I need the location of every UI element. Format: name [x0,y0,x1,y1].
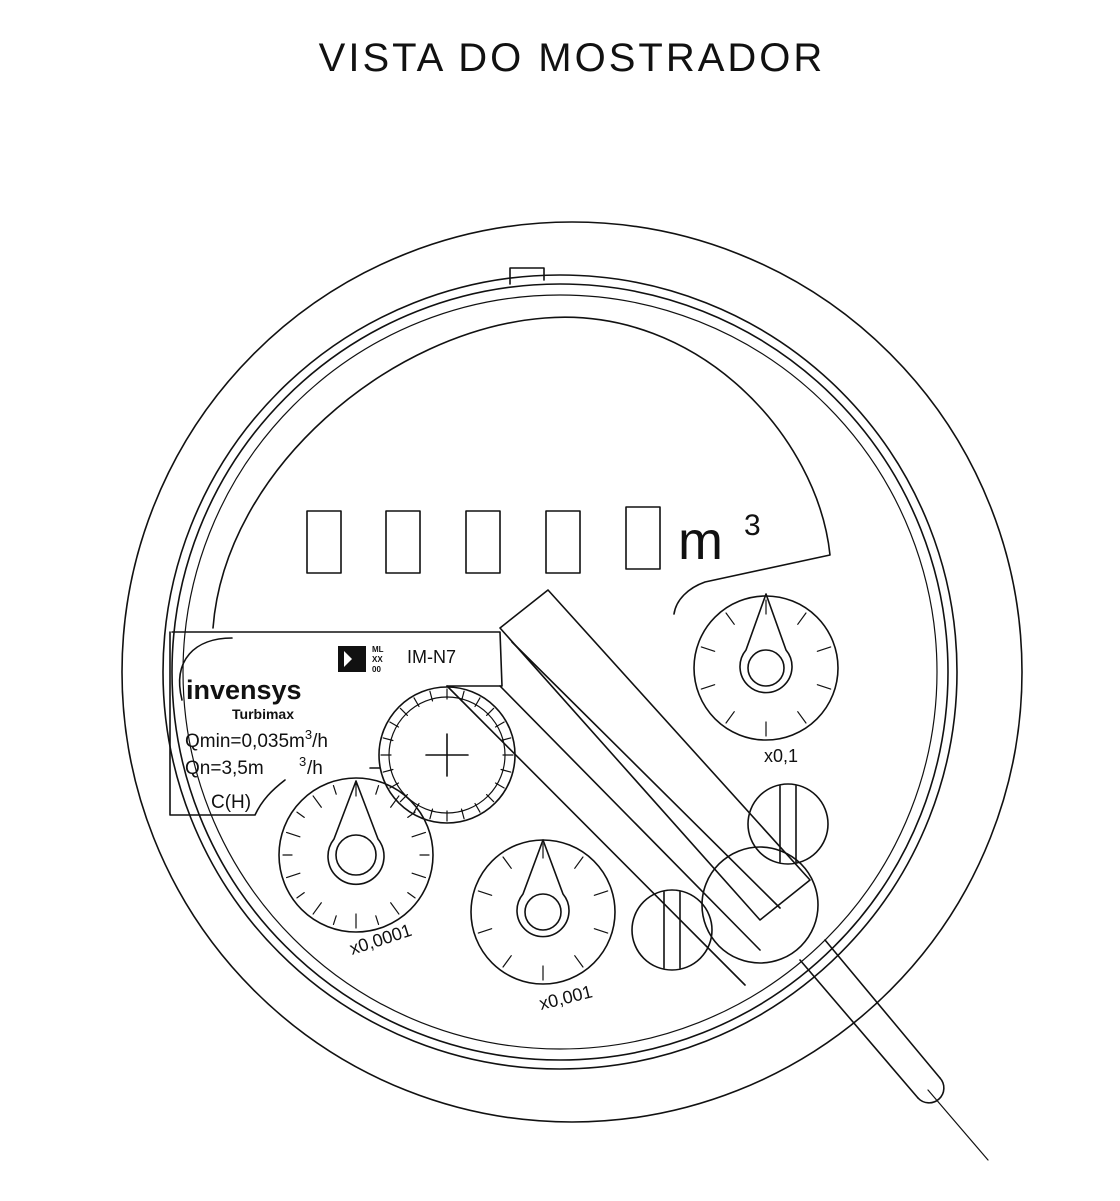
register-unit: m [678,511,723,571]
pointer-icon [739,593,793,694]
pointer-icon [516,839,570,938]
dial-x0-001: x0,001 [470,839,616,1014]
digit-window [625,506,661,570]
tick-mark [312,795,322,808]
tick-mark [382,737,394,742]
tick-mark [285,831,301,838]
drawing-title: VISTA DO MOSTRADOR [319,36,826,80]
tick-mark [494,721,505,728]
tick-mark [477,928,493,934]
tick-mark [429,690,434,702]
pointer-icon [327,780,385,886]
approval-mark-line2: XX [372,655,383,664]
screw [747,783,829,865]
approval-mark-line1: ML [372,645,384,654]
tick-mark [474,697,481,708]
star-wheel [378,686,516,824]
label-plate: invensys Turbimax Qmin=0,035m3/h Qn=3,5m… [171,631,503,813]
digit-window [306,510,342,574]
cover-arm [446,589,989,1161]
dial-label: x0,001 [537,981,594,1013]
tick-mark [502,955,512,968]
dial-x0-1: x0,1 [693,593,839,766]
tick-mark [485,707,495,717]
register-unit-exponent: 3 [744,509,761,542]
tick-mark [574,856,584,869]
tick-mark [485,793,495,803]
tick-mark [390,902,400,915]
qmin-exponent: 3 [305,727,312,742]
tick-mark [460,690,465,702]
tick-mark [797,612,807,625]
dial-face-outline [169,316,831,816]
tick-mark [375,784,380,795]
register-digit-windows [306,506,661,574]
tick-mark [725,711,735,724]
tick-mark [375,915,380,926]
brand-logo: invensys [186,675,302,705]
digit-window [545,510,581,574]
tick-mark [500,737,512,742]
digit-window [465,510,501,574]
tick-mark [382,768,394,773]
tick-mark [399,707,409,717]
screw [631,889,713,971]
qn-exponent: 3 [299,754,306,769]
tick-mark [700,684,716,690]
tick-mark [816,646,832,652]
tick-mark [725,612,735,625]
tick-mark [593,890,609,896]
approval-code: IM-N7 [407,647,456,667]
svg-text:Qmin=0,035m3/h: Qmin=0,035m3/h [185,727,328,752]
qmin-per-hour: /h [312,731,328,752]
tick-mark [407,892,416,899]
tick-mark [296,811,305,818]
model-name: Turbimax [232,706,294,722]
digit-window [385,510,421,574]
approval-mark-line3: 00 [372,665,381,674]
tick-mark [816,684,832,690]
tick-mark [413,697,420,708]
approval-mark-icon [338,646,366,672]
tick-mark [332,915,337,926]
tick-mark [411,872,427,879]
dial-label: x0,0001 [347,920,414,959]
meter-housing [121,221,1023,1123]
dial-label: x0,1 [764,746,798,766]
tick-mark [429,808,434,820]
tick-mark [411,831,427,838]
tick-mark [593,928,609,934]
tick-mark [477,890,493,896]
tick-mark [312,902,322,915]
tick-mark [407,811,416,818]
tick-mark [797,711,807,724]
dial-x0-0001: x0,0001 [278,777,434,959]
qmin-spec: Qmin=0,035m [185,731,305,752]
accuracy-class: C(H) [211,792,251,813]
qn-per-hour: /h [307,758,323,779]
tick-mark [332,784,337,795]
tick-mark [285,872,301,879]
tick-mark [494,782,505,789]
tick-mark [500,768,512,773]
tick-mark [574,955,584,968]
tick-mark [296,892,305,899]
tick-mark [502,856,512,869]
tick-mark [700,646,716,652]
tick-mark [474,802,481,813]
tick-mark [390,795,400,808]
qn-spec: Qn=3,5m [185,758,264,779]
tick-mark [389,721,400,728]
tick-mark [460,808,465,820]
